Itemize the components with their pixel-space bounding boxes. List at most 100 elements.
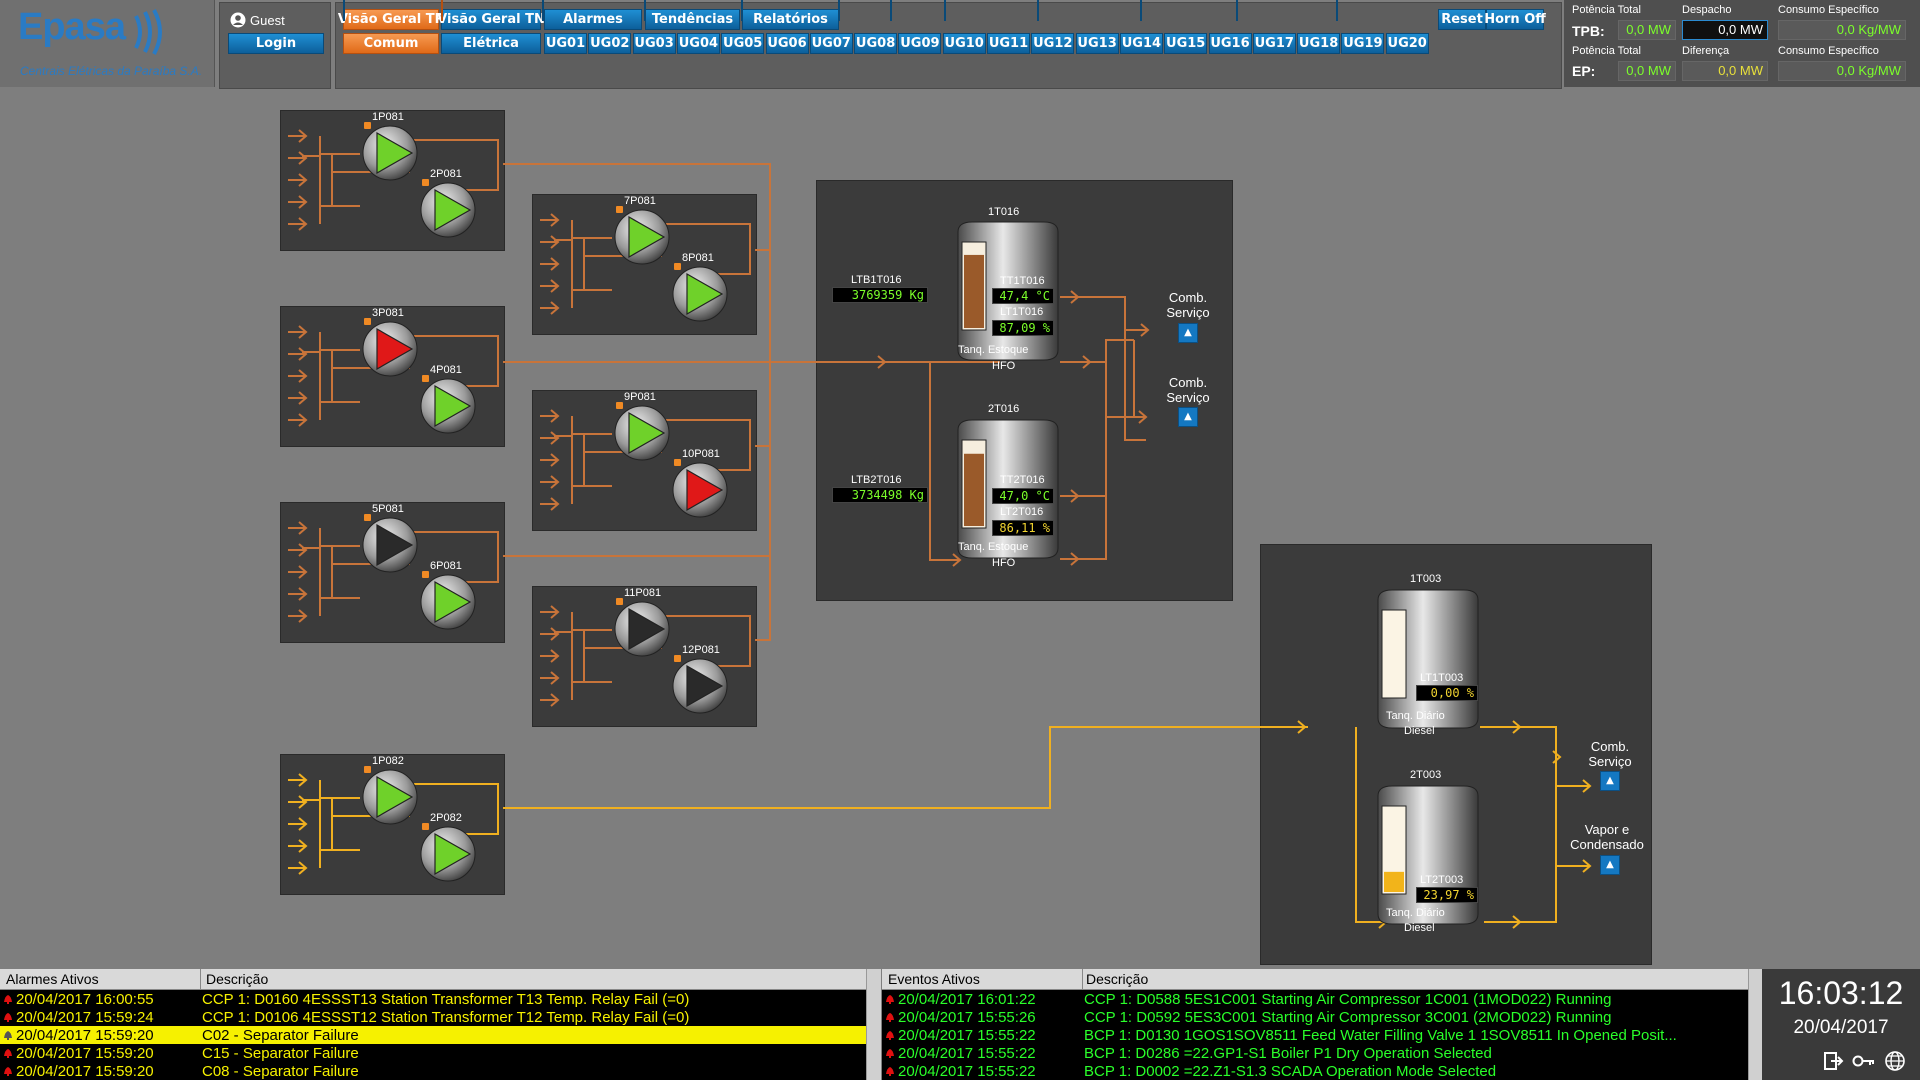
nav-comum-button[interactable]: Comum [343,33,439,54]
pump-3p081-icon[interactable] [362,321,418,377]
nav-ug10-button[interactable]: UG10 [942,33,986,54]
alarms-scrollbar[interactable] [866,969,881,1080]
nav-sis-vazamen-button[interactable] [1236,0,1238,21]
dest-hfo-1-button[interactable]: ▲ [1178,323,1198,343]
nav-ug03-button[interactable]: UG03 [632,33,676,54]
nav-vapor-e-cond-button[interactable] [1037,0,1039,21]
nav-ug04-button[interactable]: UG04 [676,33,720,54]
nav-ug06-button[interactable]: UG06 [765,33,809,54]
nav-ug05-button[interactable]: UG05 [721,33,765,54]
tank-1t003-icon[interactable] [1372,588,1484,730]
nav-relatorios-button[interactable]: Relatórios [742,9,839,30]
pump-7p081-icon[interactable] [614,209,670,265]
pump-6p081-icon[interactable] [420,574,476,630]
nav-visao-geral-tp-button[interactable]: Visão Geral TP [338,9,444,30]
pump-10p081-icon[interactable] [672,462,728,518]
nav-visao-geral-tn-button[interactable]: Visão Geral TN [437,9,545,30]
alarm-bell-icon [886,1067,894,1076]
nav-ug09-button[interactable]: UG09 [898,33,942,54]
pump-1p081-icon[interactable] [362,125,418,181]
tank-2t016-name-2: HFO [992,557,1016,569]
globe-icon[interactable] [1884,1050,1906,1072]
pump-9p081-icon[interactable] [614,405,670,461]
pump-9p081-status-led [616,402,623,409]
row-timestamp: 20/04/2017 16:01:22 [898,990,1036,1008]
nav-ug17-button[interactable]: UG17 [1252,33,1296,54]
pump-1p081-status-led [364,122,371,129]
pump-5p081-label: 5P081 [372,503,404,515]
pump-11p081-icon[interactable] [614,601,670,657]
pump-4p081-icon[interactable] [420,378,476,434]
key-icon[interactable] [1852,1050,1876,1072]
logout-icon[interactable] [1822,1050,1844,1072]
nav-rad-1-button[interactable] [838,0,840,21]
nav-tendencias-button[interactable]: Tendências [645,9,740,30]
ltb1t016-tag: LTB1T016 [851,274,902,286]
nav-ug16-button[interactable]: UG16 [1208,33,1252,54]
lt1t016-tag: LT1T016 [1000,306,1044,318]
nav-ug07-button[interactable]: UG07 [809,33,853,54]
dest-diesel-2-line1: Vapor e [1584,822,1630,837]
tpb-despacho-value[interactable]: 0,0 MW [1682,20,1768,40]
tank-2t003-name-1: Tanq. Diário [1386,907,1445,919]
nav-supri-agua-button[interactable] [1140,0,1142,21]
nav-refrig-bico-button[interactable] [944,0,946,21]
nav-ug01-button[interactable]: UG01 [544,33,587,54]
nav-compress-ar-button[interactable] [343,0,345,21]
events-scrollbar[interactable] [1748,969,1763,1080]
dest-diesel-2-button[interactable]: ▲ [1600,855,1620,875]
nav-rad-2-button[interactable] [890,0,892,21]
pump-2p081-icon[interactable] [420,182,476,238]
nav-estoq-comb-button[interactable] [441,0,443,21]
dest-diesel-1-button[interactable]: ▲ [1600,771,1620,791]
nav-selag-damper-button[interactable] [1336,0,1338,21]
consumo-label: Consumo Específico [1778,4,1879,16]
nav-ug14-button[interactable]: UG14 [1119,33,1163,54]
nav-ug02-button[interactable]: UG02 [588,33,632,54]
alarm-bell-icon [4,1013,12,1022]
nav-ug19-button[interactable]: UG19 [1341,33,1385,54]
pump-6p081-status-led [422,571,429,578]
dest-hfo-2-button[interactable]: ▲ [1178,407,1198,427]
alarm-bell-icon [886,1013,894,1022]
nav-unid-booster-button[interactable] [644,0,646,21]
pump-2p082-icon[interactable] [420,826,476,882]
events-header-divider [1082,969,1083,989]
nav-ug11-button[interactable]: UG11 [987,33,1030,54]
pump-5p081-icon[interactable] [362,517,418,573]
nav-ug12-button[interactable]: UG12 [1031,33,1075,54]
reset-button[interactable]: Reset [1438,9,1486,30]
horn-off-button[interactable]: Horn Off [1484,9,1546,30]
pump-1p082-icon[interactable] [362,769,418,825]
pump-10p081-label: 10P081 [682,448,720,460]
nav-alarmes-button[interactable]: Alarmes [544,9,642,30]
alarm-bell-icon [4,1067,12,1076]
nav-ug15-button[interactable]: UG15 [1164,33,1208,54]
nav-ug20-button[interactable]: UG20 [1385,33,1429,54]
tank-2t003-icon[interactable] [1372,784,1484,926]
nav-eletrica-button[interactable]: Elétrica [441,33,541,54]
pump-12p081-icon[interactable] [672,658,728,714]
login-button[interactable]: Login [228,33,324,54]
pump-8p081-icon[interactable] [672,266,728,322]
row-timestamp: 20/04/2017 15:59:24 [16,1008,154,1026]
pump-2p082-label: 2P082 [430,812,462,824]
ep-consumo-value: 0,0 Kg/MW [1778,61,1906,81]
nav-ug13-button[interactable]: UG13 [1075,33,1119,54]
events-header: Eventos Ativos Descrição [882,969,1748,990]
logo-waves-icon [134,9,162,55]
nav-comb-servico-button[interactable] [542,0,544,21]
nav-sis-oleo-lub-button[interactable] [741,0,743,21]
nav-ug08-button[interactable]: UG08 [854,33,898,54]
nav-ug18-button[interactable]: UG18 [1297,33,1341,54]
